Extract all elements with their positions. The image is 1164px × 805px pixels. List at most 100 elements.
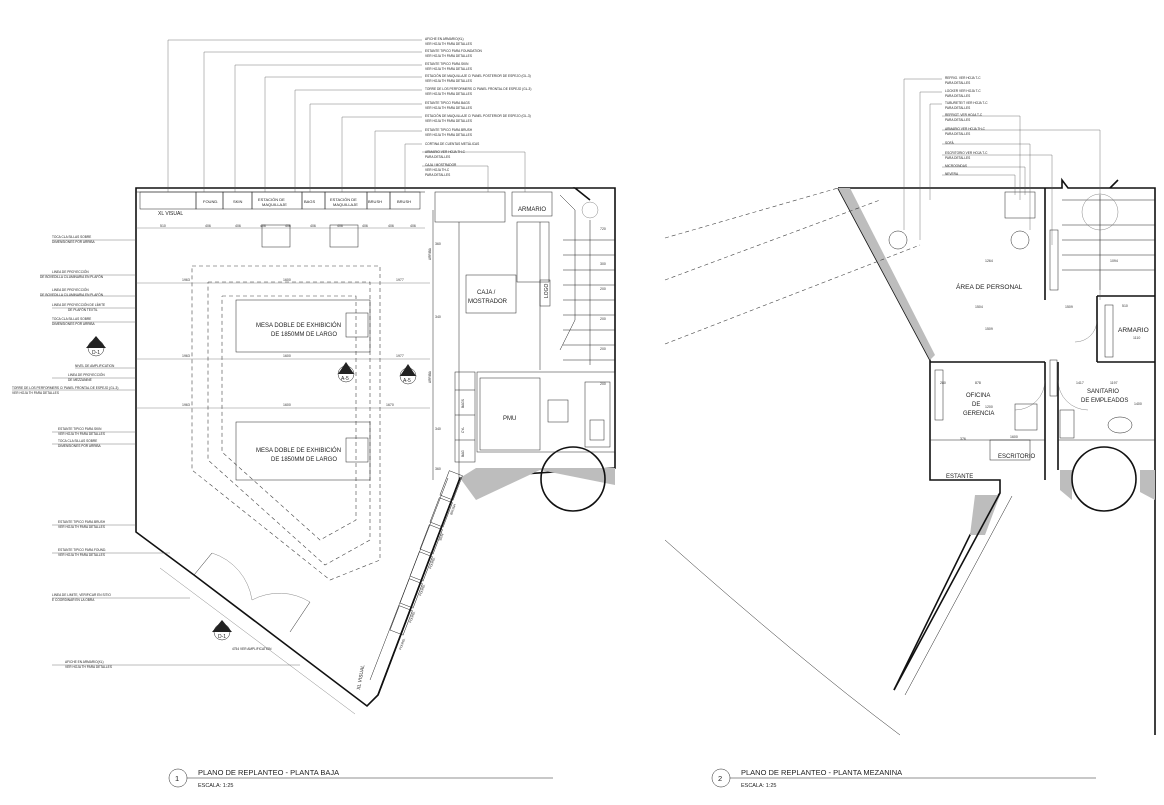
column-circle — [540, 446, 606, 512]
svg-text:ARMARIO VER HOJA TH-C: ARMARIO VER HOJA TH-C — [425, 150, 466, 154]
svg-text:AFICHE EN ARMARIO(XL): AFICHE EN ARMARIO(XL) — [425, 37, 464, 41]
svg-text:NEVERA: NEVERA — [945, 172, 959, 176]
svg-text:VER HOJA TH PARA DETALLES: VER HOJA TH PARA DETALLES — [425, 133, 472, 137]
svg-text:LINEA DE PROYECCIÓN: LINEA DE PROYECCIÓN — [68, 372, 105, 377]
svg-text:VER HOJA TH PARA DETALLES: VER HOJA TH PARA DETALLES — [425, 92, 472, 96]
svg-text:SKIN: SKIN — [438, 532, 445, 541]
svg-text:1670: 1670 — [386, 403, 394, 407]
svg-text:BAGS: BAGS — [461, 399, 465, 408]
svg-text:406: 406 — [410, 224, 416, 228]
svg-text:376: 376 — [960, 437, 966, 441]
svg-text:PARA DETALLES: PARA DETALLES — [945, 94, 970, 98]
svg-text:ESTANTE TIPICO PARA SKIN: ESTANTE TIPICO PARA SKIN — [58, 427, 102, 431]
svg-text:340: 340 — [435, 315, 441, 319]
mezzanine-column — [1071, 446, 1137, 512]
svg-text:TORRE DE LOS PERFORMERS C/ PAN: TORRE DE LOS PERFORMERS C/ PANEL FRONTAL… — [425, 87, 531, 91]
svg-text:ESTANTE TIPICO PARA BRUSH: ESTANTE TIPICO PARA BRUSH — [58, 520, 106, 524]
svg-text:1: 1 — [94, 341, 97, 347]
svg-text:1600: 1600 — [283, 278, 291, 282]
title-block-1: 1 PLANO DE REPLANTEO - PLANTA BAJA ESCAL… — [168, 768, 553, 789]
fixture-label-brush-1: BRUSH — [368, 199, 382, 204]
svg-text:DIMENSIONES POR ARRIBA: DIMENSIONES POR ARRIBA — [52, 322, 96, 326]
svg-text:2: 2 — [220, 625, 223, 631]
mezzanine-outer-wall — [838, 177, 1156, 735]
svg-text:LINEA DE PROYECCIÓN: LINEA DE PROYECCIÓN — [52, 287, 89, 292]
svg-text:510: 510 — [1122, 304, 1128, 308]
svg-text:CYL: CYL — [461, 427, 465, 433]
svg-text:406: 406 — [235, 224, 241, 228]
svg-text:ESTANTE TIPICO PARA BAGS: ESTANTE TIPICO PARA BAGS — [425, 101, 470, 105]
svg-text:PARA DETALLES: PARA DETALLES — [425, 173, 450, 177]
top-callout-leaders — [167, 39, 526, 192]
svg-text:VER HOJA TH PARA DETALLES: VER HOJA TH PARA DETALLES — [65, 665, 112, 669]
svg-text:ARRIBA: ARRIBA — [428, 247, 432, 260]
estante-label: ESTANTE — [946, 474, 973, 480]
svg-text:406: 406 — [337, 224, 343, 228]
svg-text:BAG: BAG — [461, 450, 465, 457]
svg-text:VER HOJA TH-C: VER HOJA TH-C — [425, 168, 450, 172]
svg-text:FOUND.: FOUND. — [398, 637, 406, 650]
svg-text:4754 VER AMPLIFICATION: 4754 VER AMPLIFICATION — [232, 647, 272, 651]
svg-text:AFICHE EN ARMARIO(XL): AFICHE EN ARMARIO(XL) — [65, 660, 104, 664]
fixture-label-xl-visual: XL VISUAL — [158, 211, 183, 217]
diagonal-fixtures — [389, 470, 463, 636]
svg-text:1600: 1600 — [1010, 435, 1018, 439]
svg-text:VER HOJA TH PARA DETALLES: VER HOJA TH PARA DETALLES — [425, 119, 472, 123]
svg-text:A-5: A-5 — [403, 378, 411, 384]
svg-text:ESTANTE TIPICO PARA FOUNDATION: ESTANTE TIPICO PARA FOUNDATION — [425, 49, 482, 53]
title-1-number: 1 — [175, 774, 179, 783]
fixture-label-skin: SKIN — [233, 199, 242, 204]
logo-label: LOGO — [544, 283, 550, 298]
svg-text:E COORDINAR EN LA OBRA: E COORDINAR EN LA OBRA — [52, 598, 95, 602]
svg-text:1977: 1977 — [396, 354, 404, 358]
svg-text:SOFÁ: SOFÁ — [945, 141, 955, 145]
svg-text:720: 720 — [600, 227, 606, 231]
fixture-label-found: FOUND. — [203, 199, 218, 204]
svg-text:200: 200 — [600, 287, 606, 291]
svg-text:4: 4 — [406, 369, 409, 375]
svg-text:TOCA CLA SILLAS SOBRE: TOCA CLA SILLAS SOBRE — [52, 317, 91, 321]
svg-text:VER HOJA TH PARA DETALLES: VER HOJA TH PARA DETALLES — [58, 525, 105, 529]
armario-label: ARMARIO — [518, 207, 546, 213]
svg-text:REFRIG. VER HOJA T-C: REFRIG. VER HOJA T-C — [945, 76, 981, 80]
svg-text:BRUSH: BRUSH — [449, 503, 457, 516]
svg-text:FOUND.: FOUND. — [408, 610, 416, 623]
svg-text:TOCA CLA SILLAS SOBRE: TOCA CLA SILLAS SOBRE — [52, 235, 91, 239]
svg-text:360: 360 — [435, 242, 441, 246]
svg-text:878: 878 — [975, 381, 981, 385]
section-marker-2: 2 D-1 — [212, 620, 232, 641]
svg-text:1110: 1110 — [1133, 336, 1140, 340]
svg-text:REFRIGT. VER HOJA T-C: REFRIGT. VER HOJA T-C — [945, 113, 983, 117]
svg-text:360: 360 — [435, 467, 441, 471]
hatched-wedge — [460, 468, 615, 500]
svg-text:1200: 1200 — [985, 405, 993, 409]
svg-text:DE PLAFÓN TEXTIL: DE PLAFÓN TEXTIL — [68, 307, 98, 312]
fixture-label-bags: BAGS — [304, 199, 315, 204]
mezz-callouts: REFRIG. VER HOJA T-C PARA DETALLES LOCKE… — [945, 76, 988, 176]
title-2-text: PLANO DE REPLANTEO - PLANTA MEZANINA — [741, 768, 902, 777]
svg-text:406: 406 — [362, 224, 368, 228]
mezz-armario-label: ARMARIO — [1118, 327, 1149, 334]
svg-text:ARMARIO VER HOJA TH-C: ARMARIO VER HOJA TH-C — [945, 127, 986, 131]
svg-text:1400: 1400 — [1134, 402, 1142, 406]
svg-text:1417: 1417 — [1076, 381, 1084, 385]
svg-text:FOUND.: FOUND. — [418, 583, 426, 596]
svg-text:ESCRITORIO VER HOJA T-C: ESCRITORIO VER HOJA T-C — [945, 151, 988, 155]
svg-text:TUBURETE/T VER HOJA T-C: TUBURETE/T VER HOJA T-C — [945, 101, 988, 105]
svg-text:PARA DETALLES: PARA DETALLES — [945, 156, 970, 160]
svg-text:VER HOJA TH PARA DETALLES: VER HOJA TH PARA DETALLES — [425, 106, 472, 110]
svg-text:PARA DETALLES: PARA DETALLES — [425, 155, 450, 159]
svg-text:CAJA / MOSTRADOR: CAJA / MOSTRADOR — [425, 163, 457, 167]
title-2-scale: ESCALA: 1:25 — [741, 783, 776, 789]
svg-text:1509: 1509 — [1065, 305, 1073, 309]
svg-text:406: 406 — [285, 224, 291, 228]
title-2-number: 2 — [718, 774, 722, 783]
svg-text:DE MEZZANINE: DE MEZZANINE — [68, 378, 92, 382]
svg-text:MICROONDAS: MICROONDAS — [945, 164, 967, 168]
